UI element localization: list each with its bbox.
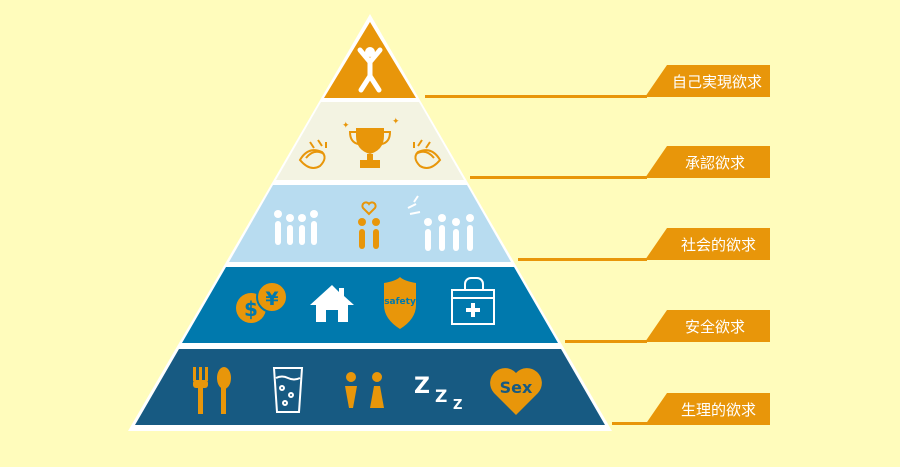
level-physiological (135, 349, 605, 425)
group-people-icon (274, 210, 318, 245)
house-icon (310, 285, 354, 322)
label-self-actualization: 自己実現欲求 (425, 65, 770, 98)
zzz-letter: Z (453, 398, 462, 413)
label-text: 生理的欲求 (681, 401, 756, 419)
label-safety: 安全欲求 (565, 310, 770, 343)
label-text: 自己実現欲求 (672, 73, 762, 91)
yen-sign: ¥ (265, 288, 278, 310)
shield-icon: safety (384, 277, 416, 329)
shield-text: safety (384, 297, 416, 307)
label-text: 承認欲求 (685, 154, 745, 172)
svg-text:✦: ✦ (342, 121, 350, 131)
svg-text:✦: ✦ (392, 117, 400, 127)
clapping-hands-icon (413, 139, 442, 169)
trophy-icon: ✦ ✦ (342, 117, 400, 168)
coins-icon: $ ¥ (236, 281, 288, 323)
dollar-sign: $ (244, 297, 258, 321)
couple-heart-icon (358, 201, 380, 249)
water-glass-icon (272, 367, 304, 413)
zzz-letter: Z (414, 374, 430, 399)
toilet-people-icon (345, 372, 384, 408)
person-cheering-icon (357, 47, 383, 93)
heart-text: Sex (500, 378, 533, 397)
heart-icon: Sex (490, 368, 542, 415)
label-physiological: 生理的欲求 (612, 393, 770, 425)
zzz-letter: Z (435, 387, 447, 407)
sleep-zzz-icon: Z Z Z (414, 374, 462, 413)
clapping-hands-icon (298, 139, 327, 169)
label-text: 社会的欲求 (681, 236, 756, 254)
first-aid-kit-icon (451, 277, 495, 325)
label-text: 安全欲求 (685, 318, 745, 336)
group-people-icon (407, 195, 474, 251)
label-social: 社会的欲求 (518, 228, 770, 261)
fork-spoon-icon (193, 367, 231, 414)
label-esteem: 承認欲求 (470, 146, 770, 179)
